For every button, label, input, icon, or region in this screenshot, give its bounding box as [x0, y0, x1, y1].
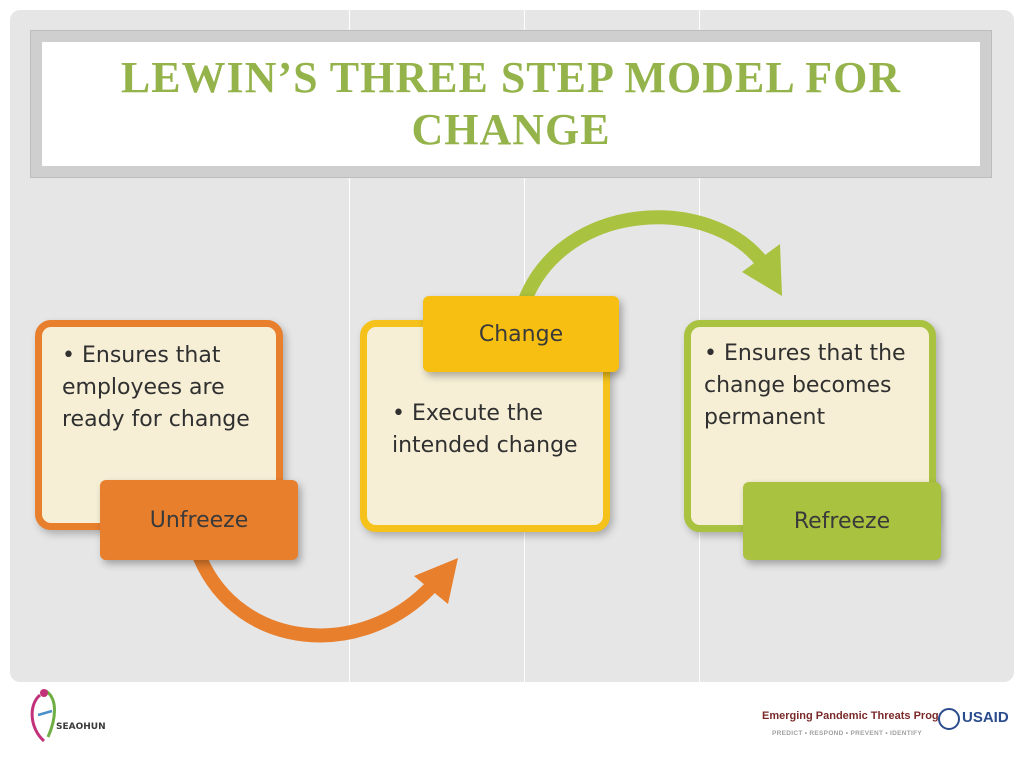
- program-tagline: PREDICT • RESPOND • PREVENT • IDENTIFY: [772, 730, 923, 737]
- change-description: • Execute the intended change: [392, 401, 578, 458]
- seaohun-logo-icon: [30, 689, 56, 743]
- refreeze-description: • Ensures that the change becomes perman…: [704, 341, 906, 430]
- arrowhead-change-to-refreeze: [742, 244, 782, 296]
- unfreeze-description: • Ensures that employees are ready for c…: [62, 343, 250, 432]
- arrow-change-to-refreeze: [518, 210, 769, 307]
- label-refreeze: Refreeze: [743, 482, 941, 560]
- label-unfreeze: Unfreeze: [100, 480, 298, 560]
- usaid-logo: USAID: [962, 709, 1009, 726]
- seaohun-logo-text: SEAOHUN: [56, 722, 106, 732]
- arrow-unfreeze-to-change: [193, 551, 437, 643]
- column-divider: [349, 10, 350, 682]
- title-box: LEWIN’S THREE STEP MODEL FOR CHANGE: [42, 42, 980, 166]
- usaid-seal-icon: [938, 708, 960, 730]
- label-change: Change: [423, 296, 619, 372]
- program-title: Emerging Pandemic Threats Program: [762, 710, 959, 722]
- slide-title: LEWIN’S THREE STEP MODEL FOR CHANGE: [120, 53, 902, 154]
- arrowhead-unfreeze-to-change: [414, 558, 458, 604]
